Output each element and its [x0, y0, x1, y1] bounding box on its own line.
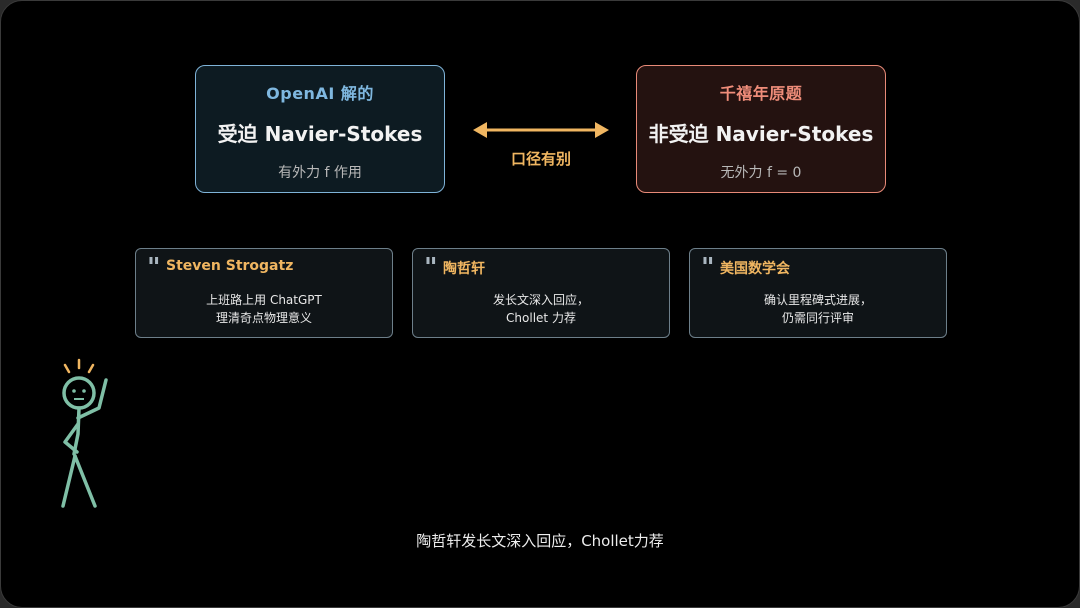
- forced-ns-subtitle: 有外力 f 作用: [278, 165, 362, 181]
- unforced-ns-subtitle: 无外力 f = 0: [720, 165, 802, 181]
- quote-text: 上班路上用 ChatGPT 理清奇点物理意义: [146, 291, 382, 327]
- double-arrow-icon: [473, 122, 609, 138]
- stick-figure-icon: [61, 358, 108, 508]
- quote-author: 陶哲轩: [443, 261, 485, 277]
- quote-card-tao: " 陶哲轩 发长文深入回应， Chollet 力荐: [412, 248, 670, 338]
- caption-text: 陶哲轩发长文深入回应，Chollet力荐: [416, 532, 664, 550]
- quote-text: 确认里程碑式进展， 仍需同行评审: [700, 291, 936, 327]
- quote-line: 确认里程碑式进展，: [763, 293, 872, 307]
- connector-label: 口径有别: [510, 150, 571, 168]
- unforced-ns-tag: 千禧年原题: [719, 84, 803, 103]
- quote-card-strogatz: " Steven Strogatz 上班路上用 ChatGPT 理清奇点物理意义: [135, 248, 393, 338]
- quote-author: Steven Strogatz: [166, 258, 294, 274]
- quote-line: 理清奇点物理意义: [215, 311, 312, 325]
- quote-mark-icon: ": [424, 253, 438, 283]
- quote-text: 发长文深入回应， Chollet 力荐: [423, 291, 659, 327]
- forced-ns-card: OpenAI 解的 受迫 Navier-Stokes 有外力 f 作用: [195, 65, 445, 193]
- quote-mark-icon: ": [147, 253, 161, 283]
- quote-line: Chollet 力荐: [506, 311, 576, 325]
- forced-ns-title: 受迫 Navier-Stokes: [217, 122, 423, 146]
- unforced-ns-title: 非受迫 Navier-Stokes: [648, 122, 874, 146]
- quote-author: 美国数学会: [720, 261, 790, 277]
- forced-ns-tag: OpenAI 解的: [266, 84, 374, 103]
- quote-line: 发长文深入回应，: [492, 293, 589, 307]
- quote-mark-icon: ": [701, 253, 715, 283]
- quote-line: 上班路上用 ChatGPT: [206, 293, 322, 307]
- quote-card-ams: " 美国数学会 确认里程碑式进展， 仍需同行评审: [689, 248, 947, 338]
- quote-line: 仍需同行评审: [781, 311, 854, 325]
- unforced-ns-card: 千禧年原题 非受迫 Navier-Stokes 无外力 f = 0: [636, 65, 886, 193]
